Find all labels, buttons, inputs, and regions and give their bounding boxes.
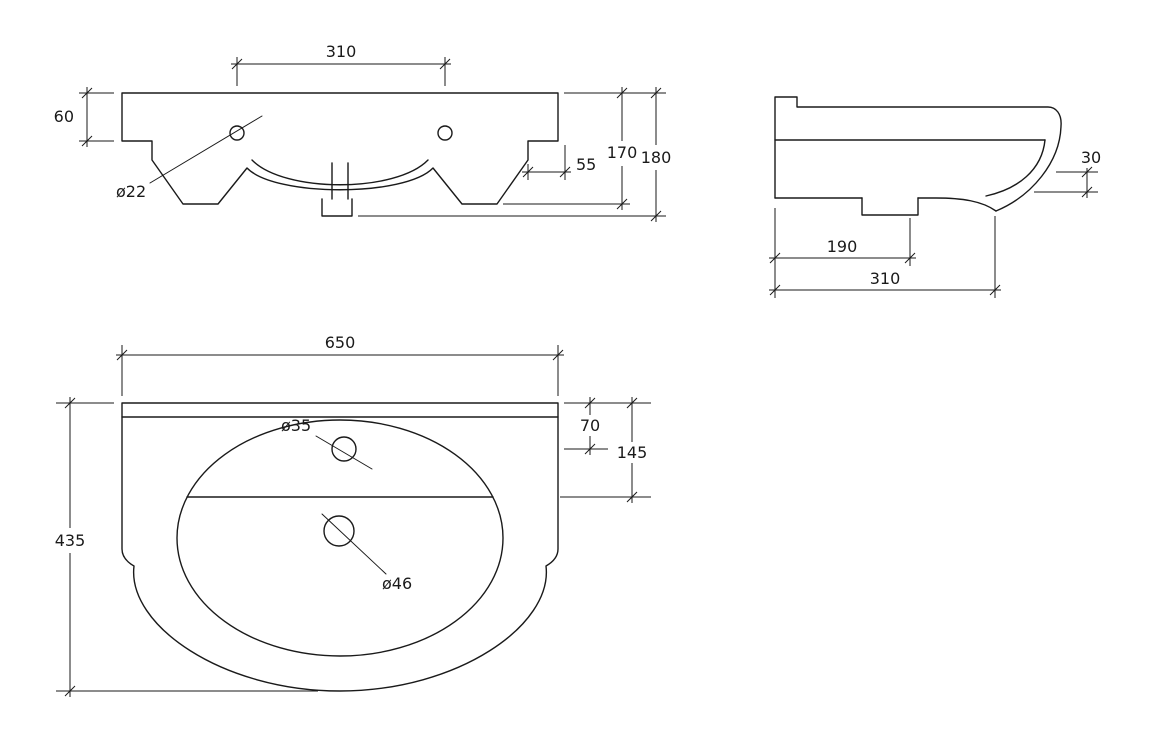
front-basin-outline [121, 92, 559, 205]
plan-dim-tap-center-offset: 70 [580, 416, 600, 435]
plan-dim-435-extensions [56, 402, 318, 692]
side-dim-depth-overall: 310 [870, 269, 901, 288]
front-dim-60-extensions [79, 92, 114, 142]
plan-basin-outline [121, 402, 559, 692]
side-elevation-view: 30 190 310 [769, 96, 1101, 298]
front-bowl-rim-curve [251, 159, 429, 186]
plan-dim-depth-overall: 435 [55, 531, 86, 550]
plan-bowl-inner [176, 419, 504, 657]
side-bowl-inner-curve [985, 139, 1046, 197]
plan-dim-tap-hole: ø35 [281, 416, 311, 435]
plan-waste-hole [323, 515, 355, 547]
front-dim-height-overall: 180 [641, 148, 672, 167]
plan-dim-650-extensions [121, 345, 559, 396]
plan-dim-width-overall: 650 [325, 333, 356, 352]
front-dim-310-extensions [236, 57, 446, 86]
front-tap-hole-left [229, 125, 245, 141]
side-dim-ledge-depth: 190 [827, 237, 858, 256]
side-basin-outline [774, 96, 1062, 212]
plan-waste-hole-leader-line [321, 513, 387, 575]
front-dim-tap-hole: ø22 [116, 182, 146, 201]
front-tap-hole-leader-line [149, 115, 263, 184]
front-elevation-view: ø22 310 60 170 180 55 [54, 42, 672, 222]
side-dim-front-lip: 30 [1081, 148, 1101, 167]
side-underside-right [917, 197, 997, 212]
front-dim-height-body: 170 [607, 143, 638, 162]
plan-view: ø35 ø46 650 70 145 435 [55, 333, 651, 697]
plan-dim-bowl-back-offset: 145 [617, 443, 648, 462]
front-tap-hole-right [437, 125, 453, 141]
front-dim-tap-spacing: 310 [326, 42, 357, 61]
plan-dim-70-extensions [564, 402, 651, 450]
plan-dim-waste-hole: ø46 [382, 574, 412, 593]
side-bottom-tab [861, 197, 919, 216]
front-dim-170-extensions [503, 92, 666, 205]
front-dim-back-height: 60 [54, 107, 74, 126]
plan-tap-hole [331, 436, 357, 462]
side-dim-30-extensions [1034, 171, 1098, 193]
front-bottom-tab [321, 198, 353, 217]
front-dim-side-offset: 55 [576, 155, 596, 174]
front-overflow-channel [331, 162, 349, 200]
front-dim-55-extensions [527, 145, 566, 180]
plan-tap-hole-leader-line [315, 435, 373, 470]
